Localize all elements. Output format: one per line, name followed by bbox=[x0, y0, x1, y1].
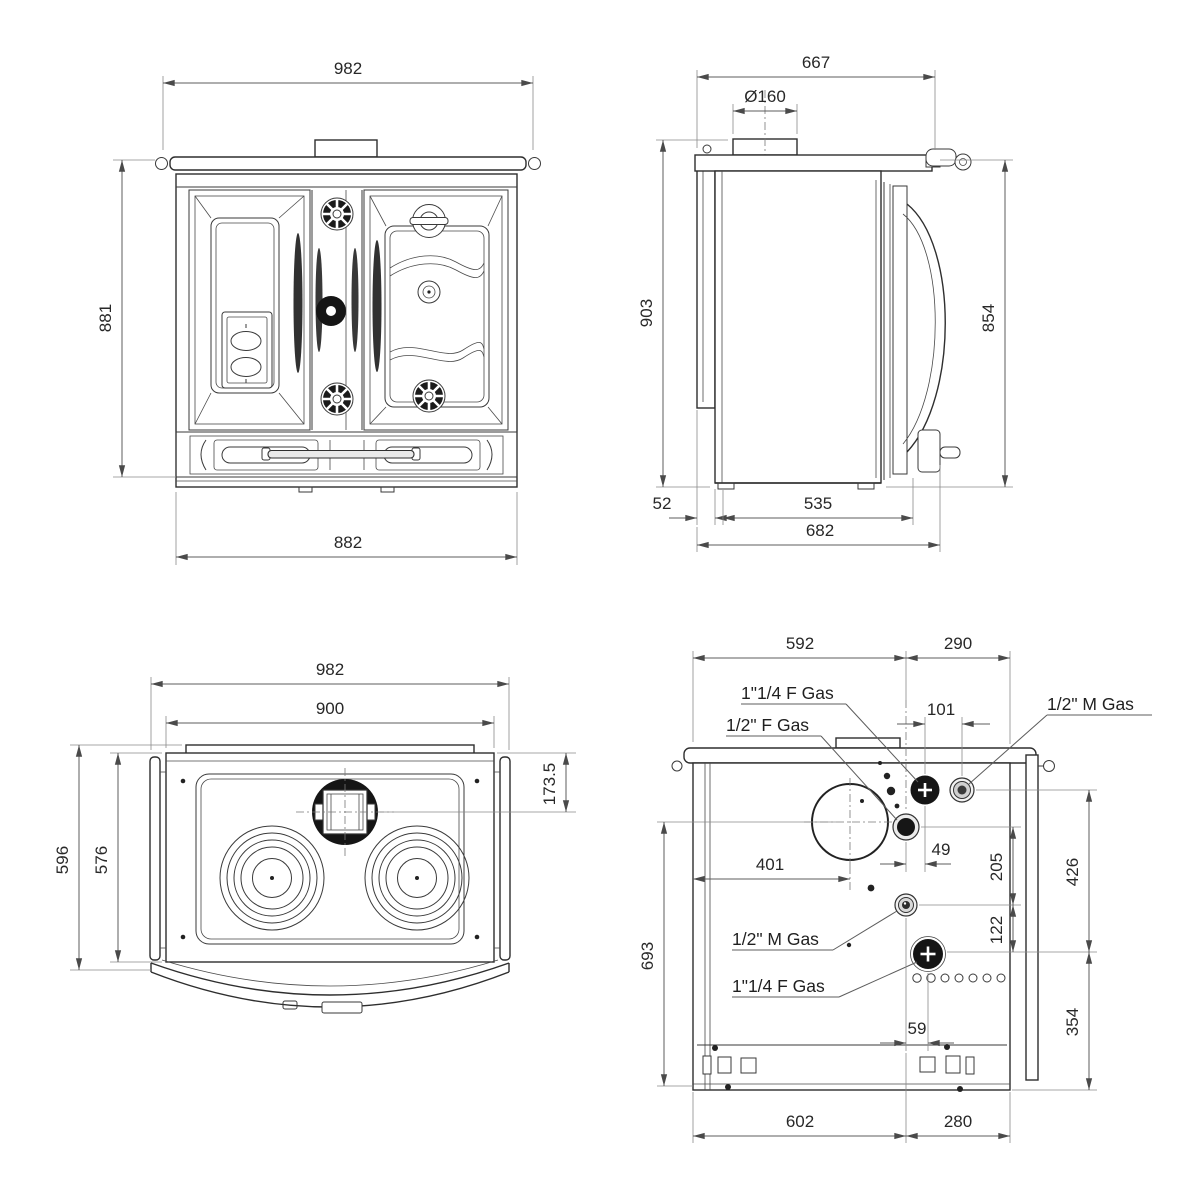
side-view-drawing bbox=[694, 90, 972, 490]
dim-back-gas-vertical-lower: 122 bbox=[987, 916, 1006, 944]
dim-back-flue-x: 401 bbox=[756, 855, 784, 874]
top-view-drawing bbox=[149, 744, 511, 1014]
dim-front-overall-height: 881 bbox=[96, 304, 115, 332]
dim-side-height-to-flue: 903 bbox=[637, 299, 656, 327]
dim-back-gas-vertical-upper: 205 bbox=[987, 853, 1006, 881]
dim-top-overall-depth: 596 bbox=[53, 846, 72, 874]
dim-back-right-upper: 426 bbox=[1063, 858, 1082, 886]
front-view-drawing bbox=[155, 139, 541, 493]
dim-top-flue-offset: 173.5 bbox=[540, 763, 559, 806]
dim-back-flue-height: 693 bbox=[638, 942, 657, 970]
label-top-f-gas-small: 1/2" F Gas bbox=[726, 715, 809, 735]
side-lower-latch bbox=[917, 429, 961, 473]
rail-pin-right bbox=[1043, 760, 1055, 772]
right-side-rail-edge bbox=[1025, 754, 1039, 1081]
back-view-drawing bbox=[671, 737, 1055, 1092]
dim-side-rear-gap: 52 bbox=[653, 494, 672, 513]
top-view-dimensions: 982 900 596 576 173.5 bbox=[53, 660, 576, 971]
dim-front-overall-width: 982 bbox=[334, 59, 362, 78]
stove-body-side bbox=[714, 170, 882, 484]
side-rail-left bbox=[149, 756, 161, 961]
side-door-profile bbox=[883, 182, 946, 480]
front-view-dimensions: 982 881 882 bbox=[96, 59, 534, 565]
label-mid-m-gas: 1/2" M Gas bbox=[732, 929, 819, 949]
back-view: 592 290 101 1"1/4 F Gas 1/2" F Gas 1/2" … bbox=[638, 634, 1152, 1143]
gas-connection-m12-top bbox=[949, 777, 975, 803]
rear-heat-shield bbox=[696, 159, 716, 409]
gas-connection-f114-top bbox=[910, 775, 940, 805]
dim-back-gas-to-right: 290 bbox=[944, 634, 972, 653]
dim-side-overall-depth: 667 bbox=[802, 53, 830, 72]
dim-top-overall-width: 982 bbox=[316, 660, 344, 679]
dim-back-left-to-gas: 592 bbox=[786, 634, 814, 653]
door-hinge-slivers bbox=[293, 233, 382, 373]
burner-right bbox=[364, 825, 470, 931]
side-top-handle bbox=[925, 148, 972, 171]
dim-top-cooktop-depth: 576 bbox=[92, 846, 111, 874]
firebox-door bbox=[188, 189, 311, 431]
back-view-dimensions: 592 290 101 1"1/4 F Gas 1/2" F Gas 1/2" … bbox=[638, 634, 1152, 1143]
dim-back-bottom-left: 602 bbox=[786, 1112, 814, 1131]
dim-side-base-depth: 682 bbox=[806, 521, 834, 540]
rail-knob-right bbox=[528, 157, 541, 170]
top-view: 982 900 596 576 173.5 bbox=[53, 660, 576, 1014]
label-bottom-f-gas: 1"1/4 F Gas bbox=[732, 976, 825, 996]
ash-drawer bbox=[175, 431, 518, 493]
side-view: 667 Ø160 903 854 52 535 6 bbox=[637, 53, 1013, 552]
air-lever-upper bbox=[230, 331, 262, 351]
mounting-holes bbox=[846, 761, 1006, 983]
back-plinth bbox=[693, 1044, 1010, 1092]
dim-back-bottom-gas-spacing: 59 bbox=[908, 1019, 927, 1038]
back-rail bbox=[683, 747, 1037, 764]
burner-left bbox=[219, 825, 325, 931]
front-curved-rail bbox=[150, 959, 510, 1014]
dim-flue-diameter: Ø160 bbox=[744, 87, 786, 106]
air-lever-lower bbox=[230, 357, 262, 377]
flue-ring-plate bbox=[296, 768, 394, 858]
label-top-f-gas: 1"1/4 F Gas bbox=[741, 683, 834, 703]
dim-back-top-gas-spacing: 101 bbox=[927, 700, 955, 719]
rail-knob-left bbox=[155, 157, 168, 170]
oven-door bbox=[363, 189, 509, 431]
side-rail-right bbox=[499, 756, 511, 961]
flue-collar-front bbox=[314, 139, 378, 158]
damper-wheel-bottom-left bbox=[320, 382, 354, 416]
side-view-dimensions: 667 Ø160 903 854 52 535 6 bbox=[637, 53, 1013, 552]
air-control-panel bbox=[221, 311, 273, 389]
damper-wheel-bottom-right bbox=[412, 379, 446, 413]
dim-top-cooktop-width: 900 bbox=[316, 699, 344, 718]
dim-side-body-depth: 535 bbox=[804, 494, 832, 513]
label-top-m-gas: 1/2" M Gas bbox=[1047, 694, 1134, 714]
top-plate-bump bbox=[835, 737, 901, 749]
gas-connection-f114-bottom bbox=[910, 936, 946, 972]
hotplate-surface bbox=[195, 773, 465, 945]
rail-pin-left bbox=[671, 760, 683, 772]
dim-back-gas-offset-x: 49 bbox=[932, 840, 951, 859]
dim-back-right-lower: 354 bbox=[1063, 1008, 1082, 1036]
gas-connection-m12-mid bbox=[894, 893, 918, 917]
dim-side-body-height: 854 bbox=[979, 304, 998, 332]
top-plate-side bbox=[694, 154, 933, 172]
drawer-handle bbox=[267, 449, 415, 459]
damper-wheel-top bbox=[320, 197, 354, 231]
dim-back-bottom-right: 280 bbox=[944, 1112, 972, 1131]
towel-rail bbox=[169, 156, 527, 171]
front-view: 982 881 882 bbox=[96, 59, 541, 565]
dim-front-body-width: 882 bbox=[334, 533, 362, 552]
gas-connection-f12 bbox=[892, 813, 920, 841]
